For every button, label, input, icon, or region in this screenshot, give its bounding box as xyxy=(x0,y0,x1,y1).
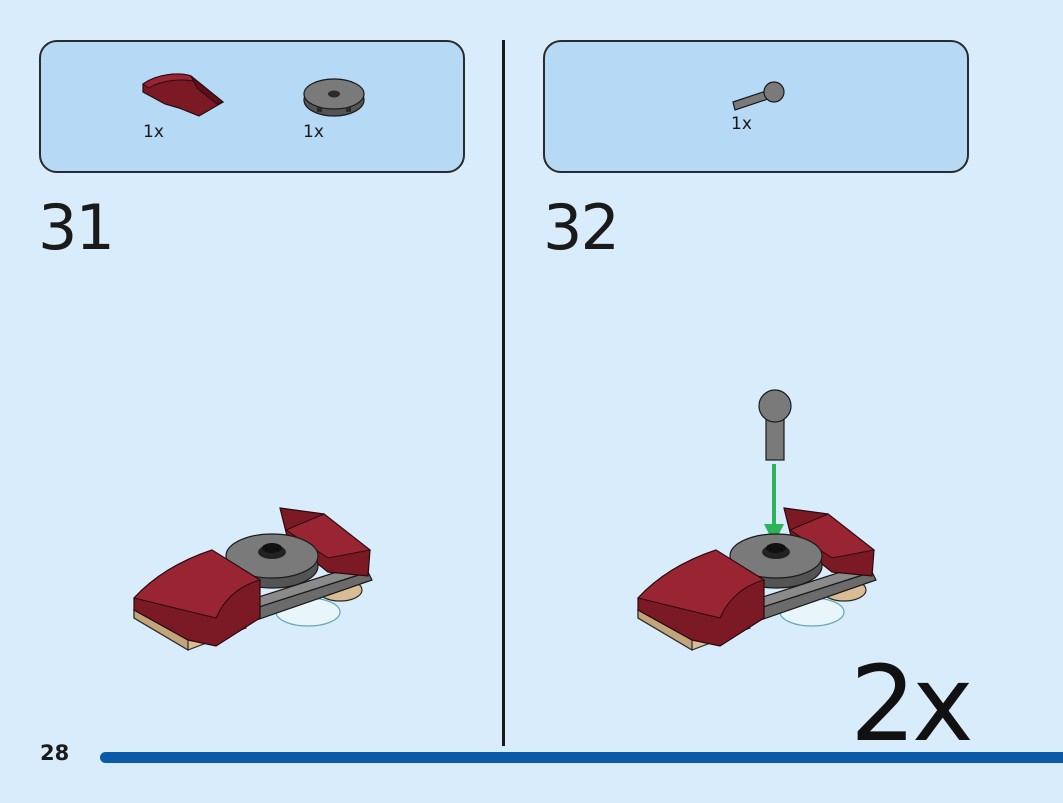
part-quantity: 1x xyxy=(731,114,752,134)
step-divider-line xyxy=(502,40,505,746)
parts-callout-step-31: 1x 1x xyxy=(39,40,465,173)
gray-ball-bar-icon xyxy=(732,81,785,111)
parts-callout-step-32: 1x xyxy=(543,40,969,173)
build-multiplier: 2x xyxy=(850,643,974,765)
progress-bar xyxy=(100,752,1063,763)
page-number: 28 xyxy=(40,741,70,765)
step-number: 32 xyxy=(543,191,620,264)
dark-gray-round-tile-icon xyxy=(303,78,365,117)
step-number: 31 xyxy=(38,191,115,264)
part-quantity: 1x xyxy=(143,122,164,142)
assembly-model-step-31 xyxy=(133,507,373,652)
part-quantity: 1x xyxy=(303,122,324,142)
assembly-model-step-32 xyxy=(637,389,877,652)
dark-red-curved-slope-icon xyxy=(142,73,225,117)
